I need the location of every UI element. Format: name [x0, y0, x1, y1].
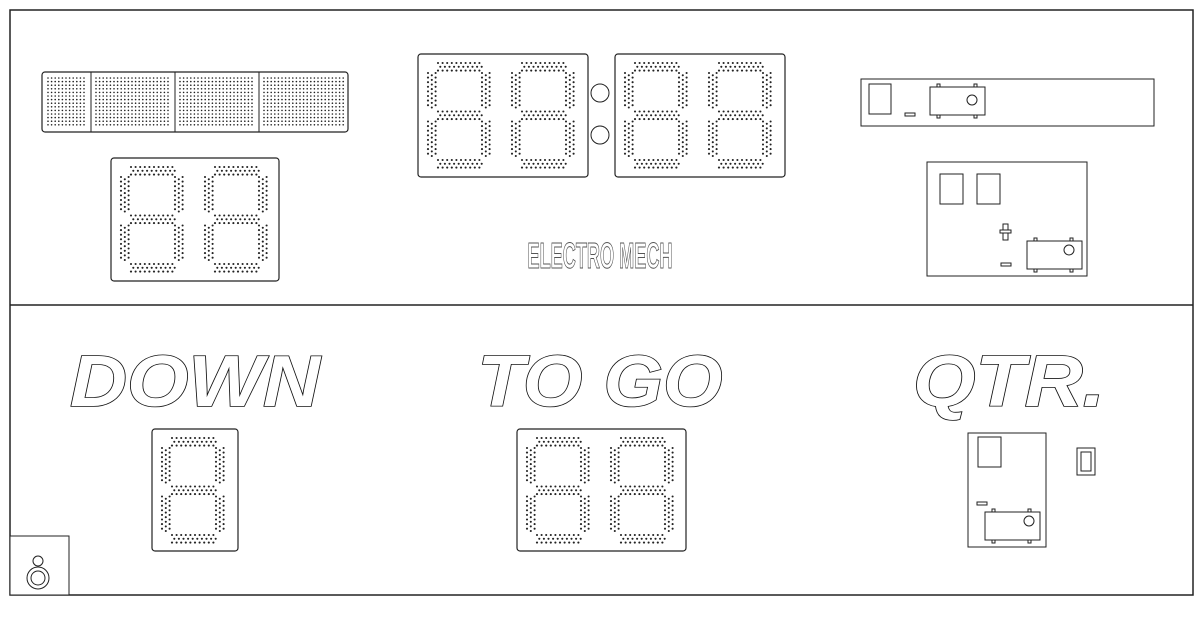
clock-colon-top [590, 83, 610, 103]
message-matrix-display [41, 71, 349, 133]
quarter-panel [967, 432, 1047, 548]
down-label: DOWN [70, 342, 322, 422]
brand-logo: ELECTRO MECH [527, 235, 673, 277]
clock-minutes-ones-digit [510, 61, 575, 169]
home-score-digit-tens [119, 165, 184, 273]
matrix-led-dots [47, 77, 345, 126]
logo-text: ELECTRO MECH [528, 235, 673, 276]
clock-seconds-tens-digit [623, 61, 688, 169]
top-right-panel [860, 78, 1155, 127]
down-display [151, 428, 239, 552]
clock-minutes-tens-digit [426, 61, 491, 169]
clock-colon-bottom [590, 125, 610, 145]
quarter-label: QTR. [913, 342, 1105, 422]
indicator-lamp [1076, 447, 1096, 476]
home-score-digit-ones [203, 165, 268, 273]
to-go-digit-ones [609, 436, 674, 544]
hoist-ring-icon [9, 535, 70, 596]
game-clock-display [417, 53, 786, 178]
to-go-display [516, 428, 687, 552]
to-go-label: TO GO [478, 342, 723, 422]
visitor-panel [926, 161, 1088, 277]
down-digit [160, 436, 225, 544]
to-go-digit-tens [525, 436, 590, 544]
home-score-display [110, 157, 280, 282]
clock-seconds-ones-digit [707, 61, 772, 169]
